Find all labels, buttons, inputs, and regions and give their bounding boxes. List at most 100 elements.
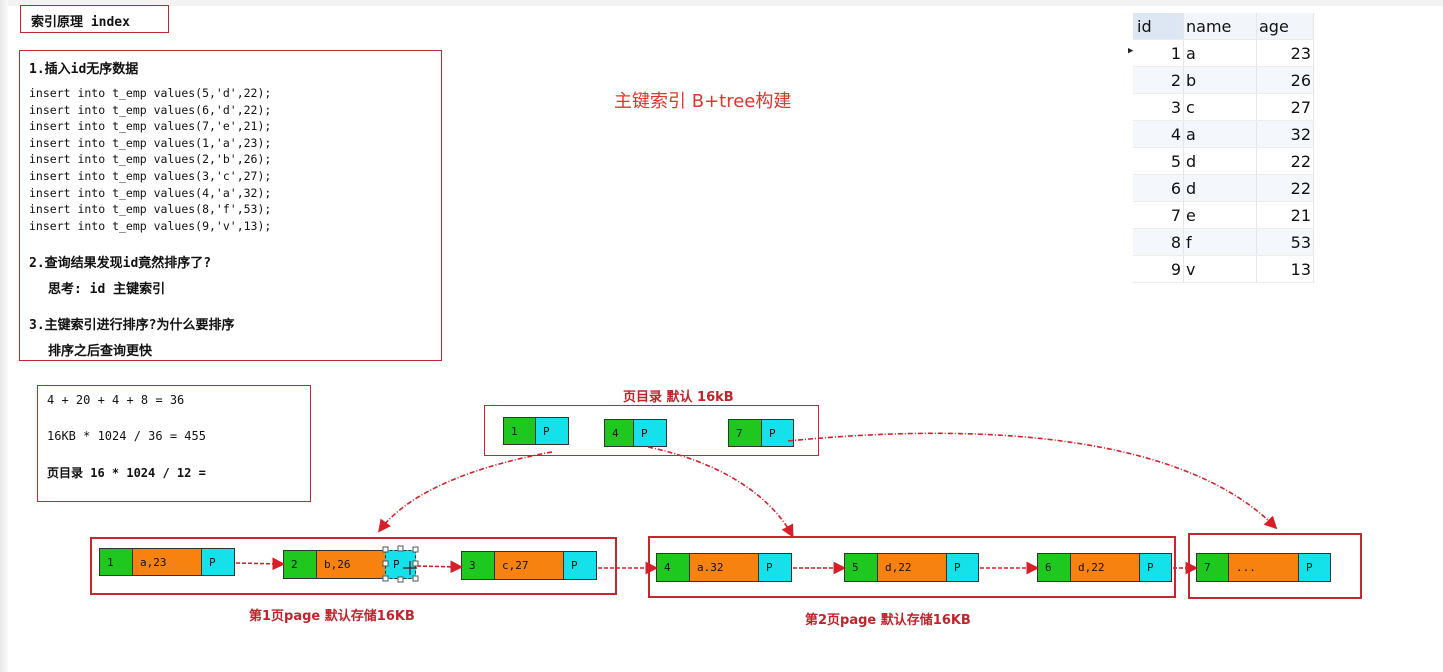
notes-step2-sub: 思考: id 主键索引	[48, 282, 166, 297]
arrow-dir-to-page3	[787, 432, 1278, 530]
window-top-bar	[0, 0, 1443, 6]
page-title: 索引原理 index	[20, 5, 169, 33]
column-header-age[interactable]: age	[1256, 13, 1314, 40]
cell-age[interactable]: 26	[1256, 66, 1314, 94]
record-ptr-3: P	[563, 551, 597, 580]
cell-name[interactable]: c	[1183, 93, 1257, 121]
cell-age[interactable]: 21	[1256, 201, 1314, 229]
page2-label: 第2页page 默认存储16KB	[805, 613, 971, 628]
record-data-2: b,26	[316, 550, 386, 579]
cell-id[interactable]: 4	[1133, 120, 1184, 148]
code-line: insert into t_emp values(5,'d',22);	[29, 86, 272, 100]
column-header-name[interactable]: name	[1183, 13, 1257, 40]
cell-age[interactable]: 13	[1256, 255, 1314, 283]
column-header-id[interactable]: id	[1133, 13, 1184, 40]
notes-step1: 1.插入id无序数据	[29, 62, 139, 77]
cell-name[interactable]: d	[1183, 174, 1257, 202]
cell-name[interactable]: d	[1183, 147, 1257, 175]
code-line: insert into t_emp values(3,'c',27);	[29, 168, 272, 183]
record-ptr-4: P	[758, 553, 792, 582]
cell-id[interactable]: 2	[1133, 66, 1184, 94]
dir-ptr-1: P	[535, 417, 569, 445]
selection-handles	[382, 545, 419, 583]
cell-name[interactable]: a	[1183, 39, 1257, 67]
cell-age[interactable]: 53	[1256, 228, 1314, 256]
move-cursor-icon	[403, 561, 417, 575]
calc-box: 4 + 20 + 4 + 8 = 36 16KB * 1024 / 36 = 4…	[37, 385, 311, 502]
page-directory-box	[484, 405, 819, 456]
insert-code-block: insert into t_emp values(5,'d',22); inser…	[29, 85, 271, 234]
cell-age[interactable]: 22	[1256, 174, 1314, 202]
cell-id[interactable]: 9	[1133, 255, 1184, 283]
record-ptr-6: P	[1139, 553, 1172, 582]
cell-name[interactable]: a	[1183, 120, 1257, 148]
record-data-4: a.32	[689, 553, 759, 582]
code-line: insert into t_emp values(8,'f',53);	[29, 202, 272, 217]
cell-name[interactable]: e	[1183, 201, 1257, 229]
calc-line-1: 4 + 20 + 4 + 8 = 36	[47, 393, 185, 407]
record-id-5: 5	[844, 553, 878, 582]
record-data-3: c,27	[494, 551, 564, 580]
notes-step3-sub: 排序之后查询更快	[48, 344, 153, 359]
cell-id[interactable]: 3	[1133, 93, 1184, 121]
record-data-6: d,22	[1070, 553, 1140, 582]
notes-step3: 3.主键索引进行排序?为什么要排序	[29, 318, 235, 333]
record-ptr-7: P	[1298, 553, 1331, 582]
cell-id[interactable]: 6	[1133, 174, 1184, 202]
cell-name[interactable]: b	[1183, 66, 1257, 94]
left-edge-strip	[0, 0, 8, 672]
code-line: insert into t_emp values(7,'e',21);	[29, 119, 272, 134]
code-line: insert into t_emp values(6,'d',22);	[29, 102, 272, 117]
cell-id[interactable]: 7	[1133, 201, 1184, 229]
cell-age[interactable]: 22	[1256, 147, 1314, 175]
record-data-1: a,23	[132, 548, 202, 576]
record-ptr-1: P	[201, 548, 235, 576]
code-line: insert into t_emp values(1,'a',23);	[29, 135, 272, 150]
notes-step2: 2.查询结果发现id竟然排序了?	[29, 256, 212, 271]
code-line: insert into t_emp values(2,'b',26);	[29, 152, 272, 167]
cell-name[interactable]: f	[1183, 228, 1257, 256]
btree-headline: 主键索引 B+tree构建	[614, 91, 792, 112]
record-data-5: d,22	[877, 553, 947, 582]
calc-line-2: 16KB * 1024 / 36 = 455	[47, 429, 206, 443]
dir-key-7: 7	[728, 419, 762, 447]
dir-ptr-4: P	[633, 419, 667, 447]
cell-age[interactable]: 23	[1256, 39, 1314, 67]
directory-label: 页目录 默认 16kB	[623, 390, 734, 405]
notes-box: 1.插入id无序数据 insert into t_emp values(5,'d…	[19, 50, 442, 361]
calc-line-3: 页目录 16 * 1024 / 12 =	[47, 466, 206, 480]
cell-name[interactable]: v	[1183, 255, 1257, 283]
table-header-row: id name age	[1133, 13, 1314, 40]
record-ptr-5: P	[946, 553, 979, 582]
cell-age[interactable]: 32	[1256, 120, 1314, 148]
code-line: insert into t_emp values(4,'a',32);	[29, 185, 272, 200]
arrow-record-1-2	[235, 557, 286, 571]
dir-ptr-7: P	[761, 419, 794, 447]
record-data-7: ...	[1228, 553, 1299, 582]
arrow-dir-to-page1	[378, 451, 553, 533]
cell-age[interactable]: 27	[1256, 93, 1314, 121]
record-id-1: 1	[99, 548, 133, 576]
dir-key-1: 1	[503, 417, 536, 445]
record-id-3: 3	[461, 551, 495, 580]
data-page-1	[90, 537, 617, 595]
code-line: insert into t_emp values(9,'v',13);	[29, 218, 272, 233]
cell-id[interactable]: 8	[1133, 228, 1184, 256]
cell-id[interactable]: 5	[1133, 147, 1184, 175]
arrow-record-2-3	[416, 560, 464, 574]
current-row-marker-icon: ▶	[1128, 46, 1134, 56]
cell-id[interactable]: 1	[1133, 39, 1184, 67]
arrow-dir-to-page2	[647, 446, 794, 538]
page1-label: 第1页page 默认存储16KB	[249, 609, 415, 624]
